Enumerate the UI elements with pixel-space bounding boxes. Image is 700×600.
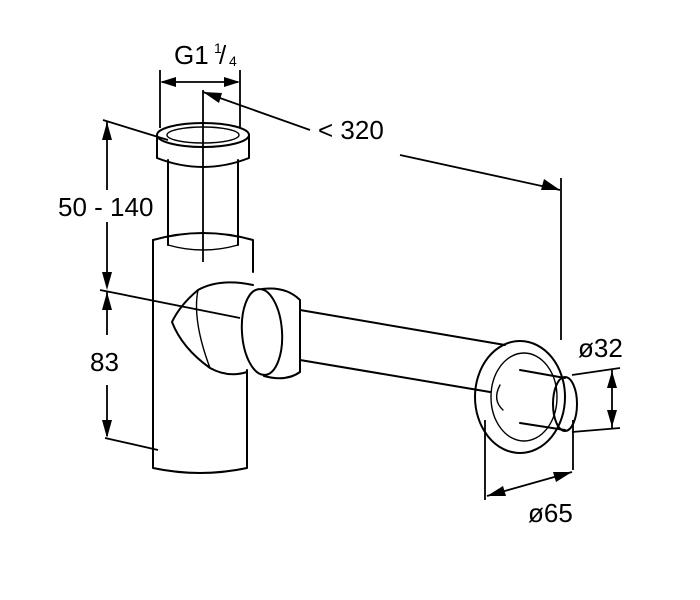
bottle-shell <box>152 239 248 474</box>
length-label: < 320 <box>318 115 384 145</box>
thread-frac-slash: / <box>219 40 227 70</box>
pipe-walls <box>299 309 506 393</box>
height-lower-label: 83 <box>90 347 119 377</box>
outlet-nut-side <box>261 287 301 380</box>
thread-frac-den: 4 <box>229 53 237 69</box>
pipe-end <box>552 376 578 432</box>
rosette <box>474 340 566 454</box>
rosette-diameter-label: ø65 <box>528 498 573 528</box>
thread-frac-num: 1 <box>214 40 222 56</box>
dimension-lines <box>99 70 621 500</box>
elbow-dome <box>171 281 254 376</box>
height-adjust-label: 50 - 140 <box>58 192 153 222</box>
inlet-sleeve <box>167 159 239 246</box>
bottle-collar <box>152 232 254 273</box>
outlet-pipe <box>240 287 578 454</box>
outlet-nut-face <box>240 288 284 376</box>
pipe-diameter-label: ø32 <box>578 333 623 363</box>
thread-label: G1 <box>174 40 209 70</box>
